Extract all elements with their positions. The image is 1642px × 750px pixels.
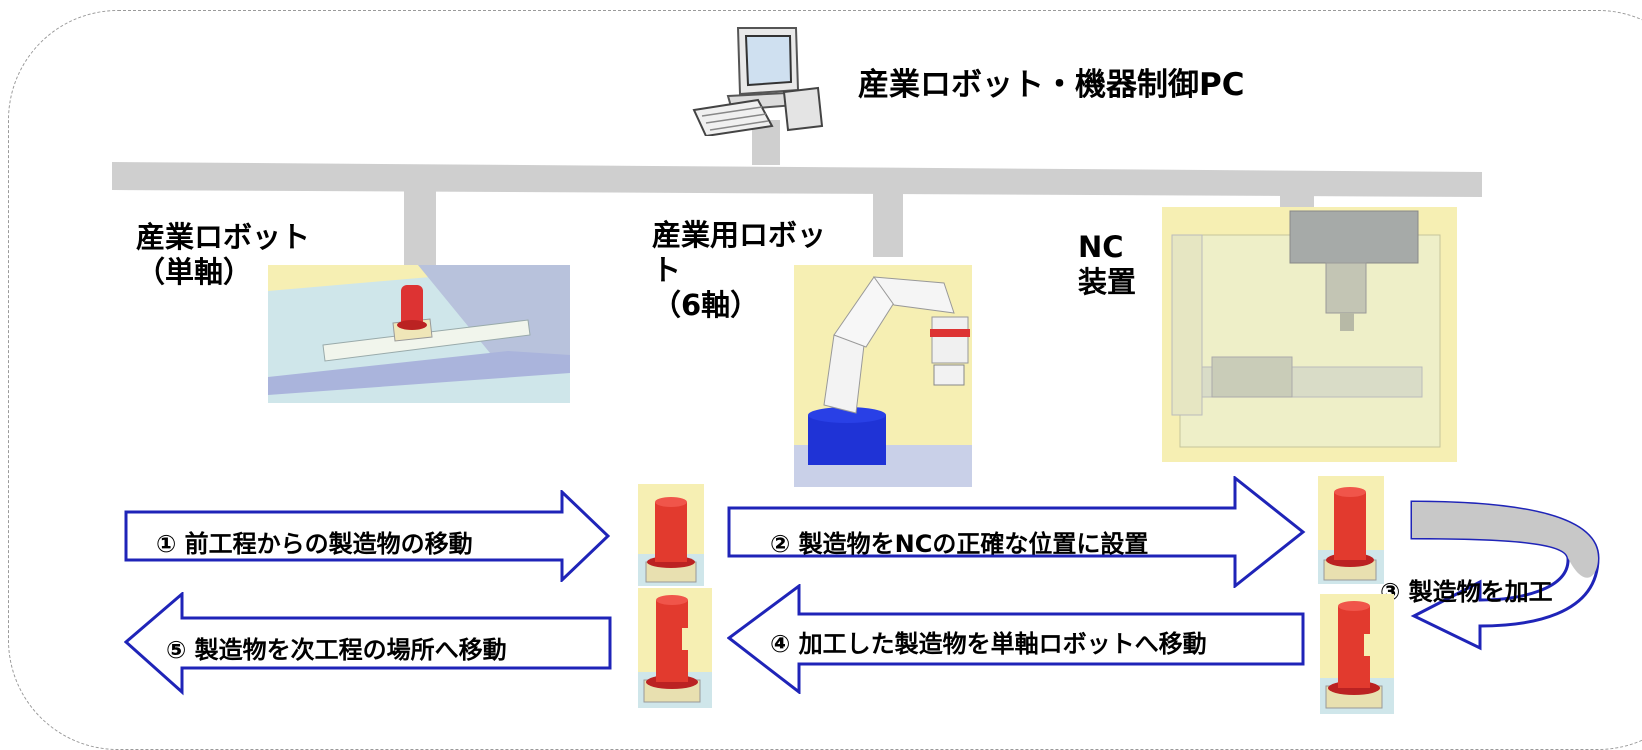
workpiece-raw-image [638, 484, 704, 586]
step4-label: ④ 加工した製造物を単軸ロボットへ移動 [770, 630, 1207, 658]
six-axis-robot-label: 産業用ロボッ ト （6軸） [652, 218, 827, 322]
step5-label: ⑤ 製造物を次工程の場所へ移動 [166, 636, 507, 664]
single-axis-robot-label: 産業ロボット （単軸） [136, 220, 311, 289]
step2-label: ② 製造物をNCの正確な位置に設置 [770, 530, 1149, 558]
single-axis-robot-image [268, 265, 570, 403]
pc-label: 産業ロボット・機器制御PC [858, 67, 1245, 103]
bus-drop-nc [1280, 195, 1314, 207]
bus-drop-single-axis [404, 190, 436, 265]
nc-machine-label: NC 装置 [1078, 230, 1137, 299]
step3-arrow [1410, 500, 1600, 651]
bus-bar [112, 162, 1482, 197]
step1-arrow [124, 490, 610, 582]
computer-icon [692, 27, 824, 136]
network-bus [112, 120, 1482, 265]
step5-arrow [124, 592, 612, 696]
workpiece-machined-image [638, 588, 712, 708]
step3-label: ③ 製造物を加工 [1380, 578, 1553, 606]
bus-drop-six-axis [873, 192, 903, 257]
workpiece-processed-image [1320, 594, 1394, 714]
step1-label: ① 前工程からの製造物の移動 [156, 530, 473, 558]
step2-arrow [727, 476, 1306, 588]
step4-arrow [727, 584, 1305, 694]
workpiece-at-nc-image [1318, 476, 1384, 584]
nc-machine-image [1162, 207, 1457, 462]
six-axis-robot-image [794, 265, 972, 487]
